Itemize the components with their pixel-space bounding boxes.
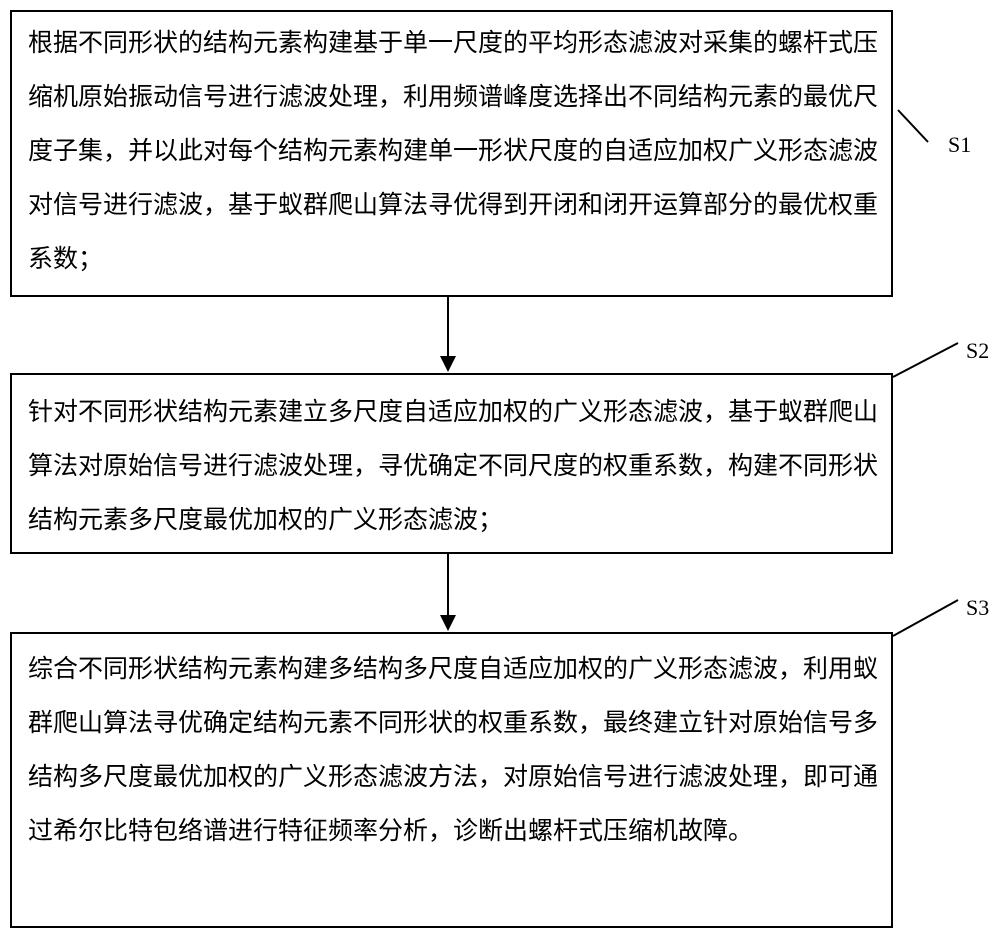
step-box-s3: 综合不同形状结构元素构建多结构多尺度自适应加权的广义形态滤波，利用蚁群爬山算法寻… <box>10 632 893 928</box>
arrow-s2-to-s3-head <box>440 615 456 631</box>
step-box-s2: 针对不同形状结构元素建立多尺度自适应加权的广义形态滤波，基于蚁群爬山算法对原始信… <box>10 373 893 554</box>
leader-line-s2 <box>892 342 959 378</box>
leader-line-s1 <box>897 109 929 143</box>
arrow-s1-to-s2-head <box>440 356 456 372</box>
step-box-s1: 根据不同形状的结构元素构建基于单一尺度的平均形态滤波对采集的螺杆式压缩机原始振动… <box>10 10 893 297</box>
step-label-s1: S1 <box>948 132 972 157</box>
step-text-s3: 综合不同形状结构元素构建多结构多尺度自适应加权的广义形态滤波，利用蚁群爬山算法寻… <box>28 654 879 845</box>
step-text-s1: 根据不同形状的结构元素构建基于单一尺度的平均形态滤波对采集的螺杆式压缩机原始振动… <box>28 28 879 273</box>
step-text-s2: 针对不同形状结构元素建立多尺度自适应加权的广义形态滤波，基于蚁群爬山算法对原始信… <box>28 397 879 534</box>
leader-line-s3 <box>892 599 959 637</box>
step-label-s3: S3 <box>966 595 990 620</box>
step-label-s2: S2 <box>966 338 990 363</box>
